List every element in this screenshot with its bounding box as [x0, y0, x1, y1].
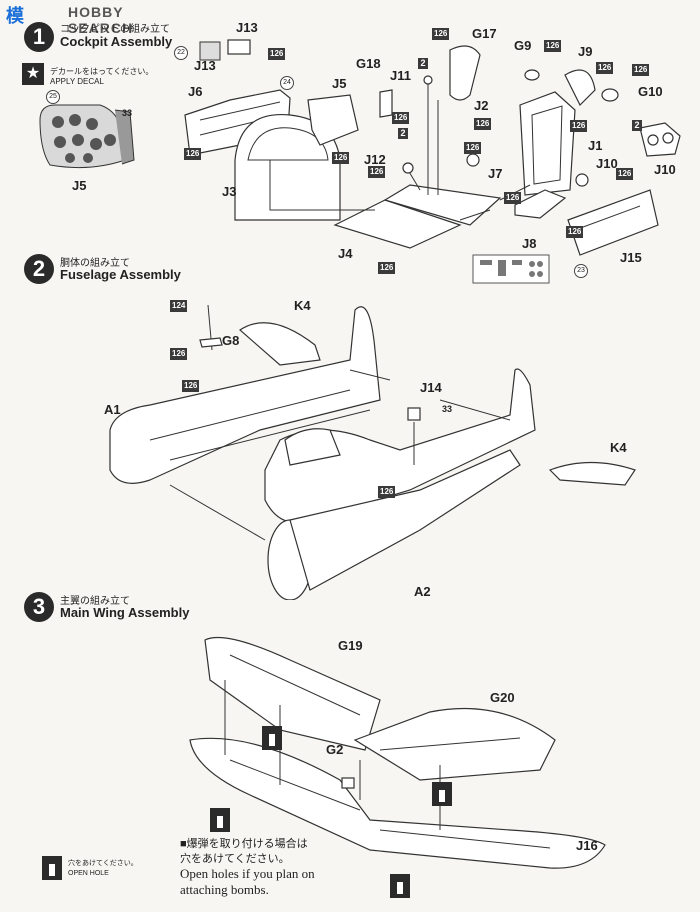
code-126-J6: 126 — [184, 148, 202, 160]
code-2-a: 2 — [418, 58, 428, 69]
code-126-G17: 126 — [432, 28, 450, 40]
watermark: 模 HOBBY SEARCH — [0, 0, 160, 36]
label-G8: G8 — [222, 333, 240, 348]
code-126-A1: 126 — [182, 380, 200, 392]
label-J7: J7 — [488, 166, 503, 181]
label-J10: J10 — [596, 156, 618, 171]
code-126-J10: 126 — [616, 168, 634, 180]
open-hole-marker-2 — [210, 808, 230, 832]
bomb-note-jp-2: 穴をあけてください。 — [180, 853, 290, 865]
label-J5-decal: J5 — [72, 178, 87, 193]
code-126-J12: 126 — [368, 166, 386, 178]
label-G17: G17 — [472, 26, 497, 41]
code-126-G9: 126 — [544, 40, 562, 52]
label-J14: J14 — [420, 380, 442, 395]
label-J2: J2 — [474, 98, 489, 113]
bomb-note-en-2: attaching bombs. — [180, 882, 269, 897]
code-23: 23 — [574, 264, 588, 278]
label-G20: G20 — [490, 690, 515, 705]
code-126-J1: 126 — [570, 120, 588, 132]
decal-note-jp: デカールをはってください。 — [50, 67, 154, 76]
open-hole-legend-icon — [42, 856, 62, 880]
step-2-title-jp: 胴体の組み立て — [60, 258, 130, 269]
code-33-b: 33 — [442, 404, 453, 414]
main-wing-assembly-drawing — [189, 637, 606, 869]
label-K4-right: K4 — [610, 440, 627, 455]
code-24: 24 — [280, 76, 294, 90]
code-126-J7: 126 — [464, 142, 482, 154]
open-hole-legend-jp: 穴をあけてください。 — [68, 860, 138, 867]
label-J5: J5 — [332, 76, 347, 91]
watermark-text: HOBBY SEARCH — [68, 4, 134, 36]
label-A1: A1 — [104, 402, 121, 417]
fuselage-assembly-drawing — [109, 304, 636, 600]
label-J9: J9 — [578, 44, 593, 59]
open-hole-marker-3 — [432, 782, 452, 806]
open-hole-marker-4 — [390, 874, 410, 898]
label-A2: A2 — [414, 584, 431, 599]
label-J12: J12 — [364, 152, 386, 167]
code-126-J3: 126 — [332, 152, 350, 164]
label-G9: G9 — [514, 38, 532, 53]
open-hole-marker-1 — [262, 726, 282, 750]
code-126-G10: 126 — [632, 64, 650, 76]
code-2-b: 2 — [398, 128, 408, 139]
code-126-J9: 126 — [596, 62, 614, 74]
code-2-c: 2 — [632, 120, 642, 131]
step-3-title-jp: 主翼の組み立て — [60, 596, 130, 607]
label-J8: J8 — [522, 236, 537, 251]
panel-decal-sheet — [472, 254, 550, 284]
label-J15: J15 — [620, 250, 642, 265]
label-G19: G19 — [338, 638, 363, 653]
label-J4: J4 — [338, 246, 353, 261]
label-G10: G10 — [638, 84, 663, 99]
code-25: 25 — [46, 90, 60, 104]
label-J13-bottom: J13 — [194, 58, 216, 73]
label-J16: J16 — [576, 838, 598, 853]
bomb-note-en-1: Open holes if you plan on — [180, 866, 315, 881]
code-126-A2: 126 — [378, 486, 396, 498]
step-3-number: 3 — [24, 592, 54, 622]
watermark-logo: 模 — [6, 6, 24, 26]
open-hole-legend-en: OPEN HOLE — [68, 870, 109, 877]
J10-detail-drawing — [639, 122, 681, 157]
label-G18: G18 — [356, 56, 381, 71]
step-3-title-en: Main Wing Assembly — [60, 605, 190, 620]
code-126-J13: 126 — [268, 48, 286, 60]
code-126-G8: 126 — [170, 348, 188, 360]
code-126-J11: 126 — [392, 112, 410, 124]
code-126-J15: 126 — [566, 226, 584, 238]
code-22: 22 — [174, 46, 188, 60]
code-126-J8: 126 — [504, 192, 522, 204]
step-1-title-en: Cockpit Assembly — [60, 34, 173, 49]
label-J13-top: J13 — [236, 20, 258, 35]
label-J1: J1 — [588, 138, 603, 153]
label-G2: G2 — [326, 742, 344, 757]
bomb-note-jp-1: ■爆弾を取り付ける場合は — [180, 838, 308, 850]
label-J11: J11 — [390, 68, 411, 83]
step-1-title-jp: コックピットの組み立て — [60, 24, 170, 35]
label-J3: J3 — [222, 184, 237, 199]
star-icon: ★ — [22, 63, 44, 85]
code-33-a: 33 — [122, 108, 133, 118]
label-J10-detail: J10 — [654, 162, 676, 177]
label-J6: J6 — [188, 84, 203, 99]
label-K4-top: K4 — [294, 298, 311, 313]
code-126-J2: 126 — [474, 118, 492, 130]
code-126-J4: 126 — [378, 262, 396, 274]
instrument-panel-decal — [39, 104, 135, 169]
code-124: 124 — [170, 300, 188, 312]
step-1-number: 1 — [24, 22, 54, 52]
step-2-number: 2 — [24, 254, 54, 284]
step-2-title-en: Fuselage Assembly — [60, 267, 181, 282]
decal-note-en: APPLY DECAL — [50, 77, 104, 86]
